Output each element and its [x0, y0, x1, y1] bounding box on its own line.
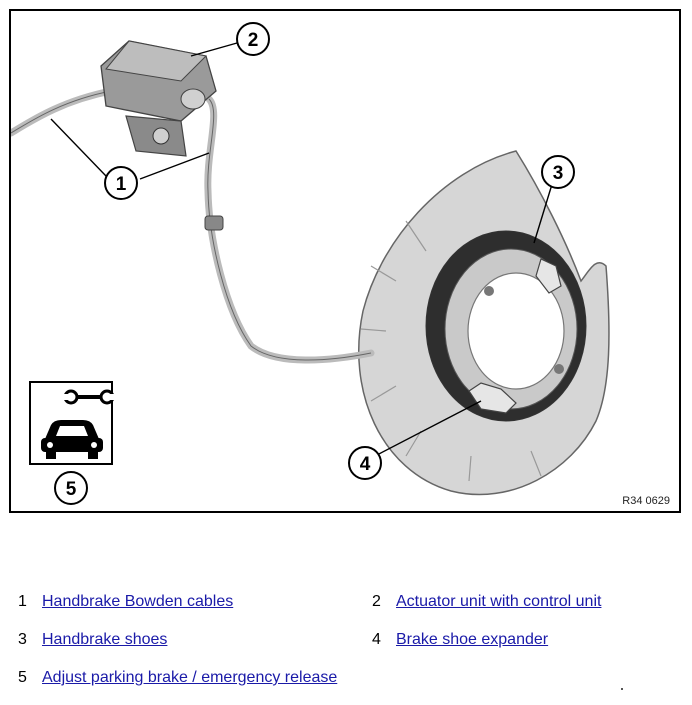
legend-number: 3 — [18, 631, 27, 648]
stray-dot — [621, 688, 623, 690]
brake-shoe-expander — [468, 258, 562, 414]
wrench-icon — [63, 389, 115, 405]
callout-4: 4 — [348, 446, 382, 480]
callout-4-label: 4 — [360, 454, 371, 475]
legend-number: 1 — [18, 593, 27, 610]
legend-item-1: 1 Handbrake Bowden cables — [18, 591, 233, 613]
callout-3: 3 — [541, 155, 575, 189]
legend-number: 4 — [372, 631, 381, 648]
legend-number: 5 — [18, 669, 27, 686]
brake-diagram-figure: 2 1 3 4 — [9, 9, 681, 513]
brake-shoes — [425, 230, 587, 422]
cable-sleeve — [204, 215, 224, 231]
link-adjust-parking-brake[interactable]: Adjust parking brake / emergency release — [42, 669, 338, 686]
link-actuator-unit[interactable]: Actuator unit with control unit — [396, 593, 602, 610]
figure-code: R34 0629 — [622, 495, 670, 507]
link-brake-shoe-expander[interactable]: Brake shoe expander — [396, 631, 549, 648]
bowden-cable-left — [11, 87, 115, 137]
legend-item-4: 4 Brake shoe expander — [372, 629, 548, 651]
service-icon-box — [29, 381, 115, 465]
link-handbrake-shoes[interactable]: Handbrake shoes — [42, 631, 168, 648]
legend-item-5: 5 Adjust parking brake / emergency releas… — [18, 667, 337, 689]
actuator-unit — [100, 40, 217, 157]
bowden-cable-right — [204, 95, 375, 364]
legend-number: 2 — [372, 593, 381, 610]
brake-diagram-drawing: 2 1 3 4 — [11, 22, 610, 505]
callout-1: 1 — [104, 166, 138, 200]
callout-2: 2 — [236, 22, 270, 56]
callout-2-label: 2 — [248, 30, 259, 51]
link-handbrake-bowden-cables[interactable]: Handbrake Bowden cables — [42, 593, 234, 610]
legend-item-3: 3 Handbrake shoes — [18, 629, 167, 651]
legend-item-2: 2 Actuator unit with control unit — [372, 591, 601, 613]
callout-1-label: 1 — [116, 174, 127, 195]
callout-5-label: 5 — [66, 479, 77, 500]
callout-3-label: 3 — [553, 163, 564, 184]
callout-leaders — [50, 42, 554, 457]
car-icon — [41, 420, 103, 459]
callout-5: 5 — [54, 471, 88, 505]
